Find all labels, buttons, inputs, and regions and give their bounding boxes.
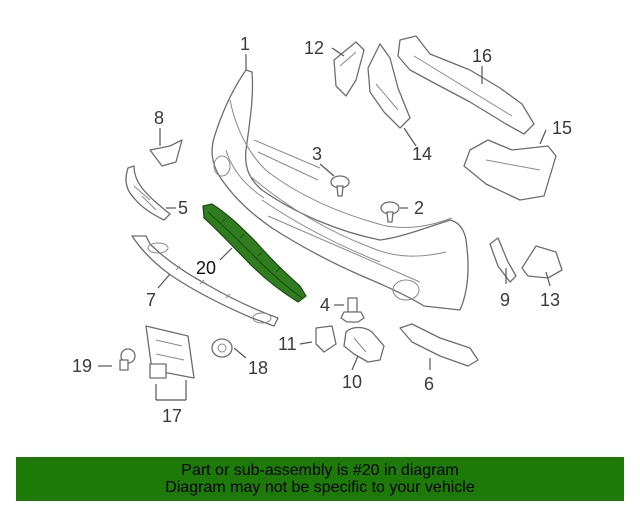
callout-16: 16 [472,46,492,66]
part-6-bracket[interactable] [399,323,479,367]
part-16-beam[interactable] [397,35,535,135]
part-12-bracket[interactable] [333,41,365,97]
callout-1: 1 [240,34,250,54]
part-19-screw[interactable] [119,348,136,371]
part-8-bracket[interactable] [149,139,183,167]
parts-diagram: 1 2 3 4 5 6 7 8 9 10 11 12 13 14 15 16 1… [72,34,572,426]
part-17-plate-bracket[interactable] [145,325,195,379]
callout-13: 13 [540,290,560,310]
info-banner: Part or sub-assembly is #20 in diagram D… [16,457,624,501]
callout-3: 3 [312,144,322,164]
banner-line-1: Part or sub-assembly is #20 in diagram [181,462,459,479]
callout-7: 7 [146,290,156,310]
part-7-lower-bracket[interactable] [131,235,279,327]
callout-11: 11 [278,334,297,354]
part-9-side-piece[interactable] [489,237,517,283]
leader-lines [98,47,551,401]
callout-12: 12 [304,38,324,58]
callout-14: 14 [412,144,432,164]
part-15-bracket[interactable] [463,139,557,201]
part-4-bolt[interactable] [340,297,365,323]
part-14-bracket[interactable] [367,43,411,129]
part-2-clip[interactable] [380,201,400,223]
callout-20: 20 [196,258,216,278]
part-3-clip[interactable] [330,175,350,197]
callout-8: 8 [154,108,164,128]
banner-line-2: Diagram may not be specific to your vehi… [165,479,475,496]
callout-labels: 1 2 3 4 5 6 7 8 9 10 11 12 13 14 15 16 1… [72,34,572,426]
callout-6: 6 [424,374,434,394]
part-13-corner-piece[interactable] [521,245,563,279]
callout-15: 15 [552,118,572,138]
part-1-bumper-cover[interactable] [211,69,469,311]
part-5-bracket[interactable] [125,165,171,221]
callout-5: 5 [178,198,188,218]
part-10-bracket[interactable] [343,326,385,363]
callout-10: 10 [342,372,362,392]
callout-18: 18 [248,358,268,378]
callout-4: 4 [320,295,330,315]
callout-2: 2 [414,198,424,218]
part-18-grommet[interactable] [211,338,233,358]
part-11-block[interactable] [315,325,337,353]
callout-9: 9 [500,290,510,310]
callout-17: 17 [162,406,182,426]
callout-19: 19 [72,356,92,376]
part-20-highlighted[interactable] [202,203,307,303]
